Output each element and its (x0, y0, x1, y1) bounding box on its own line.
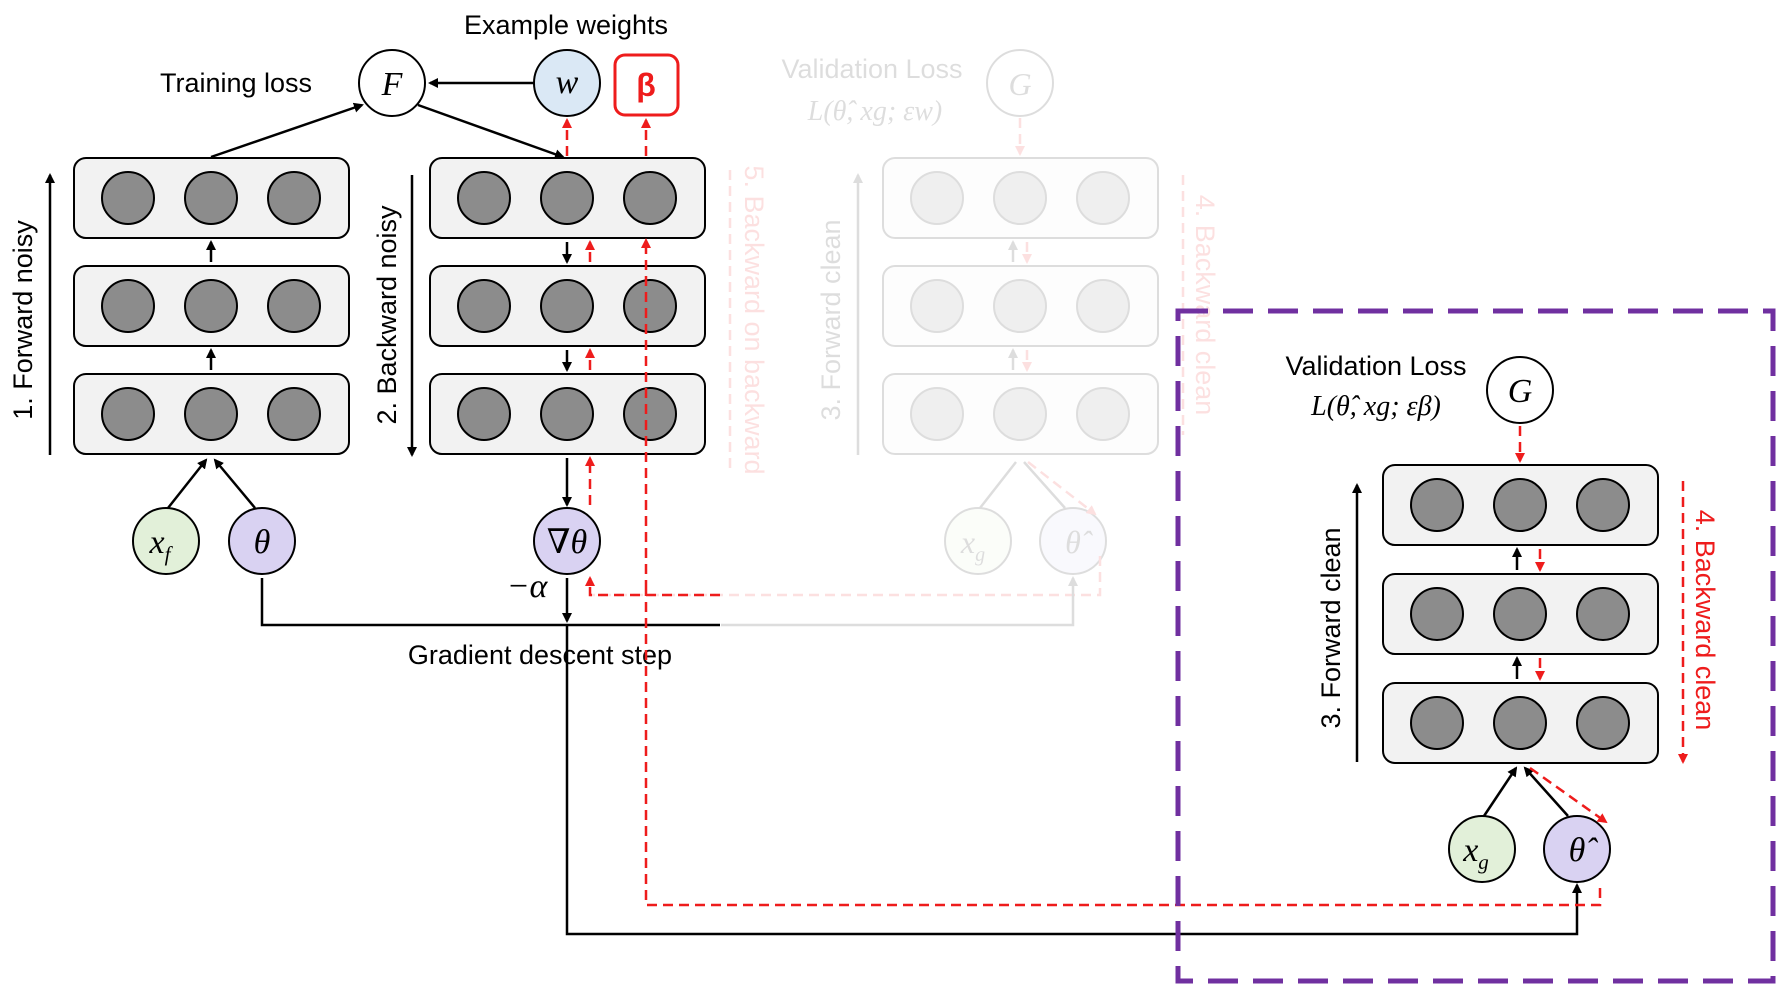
grad-theta-node (533, 507, 601, 575)
validation-loss-label: Validation Loss (1285, 351, 1466, 381)
forward-noisy-label: 1. Forward noisy (8, 220, 38, 420)
mid-layer-middle (429, 265, 706, 347)
xg-node-label: xg (1462, 832, 1489, 874)
g-node (1486, 356, 1554, 424)
right-layer-bottom (1382, 682, 1659, 764)
faded-layer-middle (882, 265, 1159, 347)
validation-clean-network: 3. Forward clean 4. Backward clean (1316, 426, 1720, 764)
example-weights-label: Example weights (464, 10, 668, 40)
forward-noisy-network: 1. Forward noisy (8, 157, 350, 455)
forward-clean-label: 3. Forward clean (1316, 527, 1346, 728)
right-layer-middle (1382, 573, 1659, 655)
faded-backward-clean-label: 4. Backward clean (1190, 195, 1220, 416)
theta-node-label: θ (254, 524, 271, 561)
mid-layer-bottom (429, 373, 706, 455)
left-layer-bottom (73, 373, 350, 455)
g-node-label: G (1508, 373, 1533, 410)
faded-g-node (986, 49, 1054, 117)
training-loss-label: Training loss (160, 68, 312, 98)
beta-node (613, 53, 680, 117)
backward-noisy-network: 2. Backward noisy (372, 157, 706, 507)
theta-node (228, 507, 296, 575)
backward-clean-label: 4. Backward clean (1690, 510, 1720, 731)
faded-xg-node-label: xg (960, 524, 985, 566)
neg-alpha-label: −α (507, 568, 549, 605)
faded-validation-network: G Validation Loss L(θ̂, xg; εw) 3. Forwa… (590, 49, 1220, 627)
gradient-descent-step-label: Gradient descent step (408, 640, 672, 670)
xf-node-label: xf (149, 524, 174, 566)
w-node-label: w (556, 64, 579, 101)
faded-layer-top (882, 157, 1159, 239)
faded-validation-loss-formula: L(θ̂, xg; εw) (807, 96, 942, 127)
validation-loss-formula: L(θ̂, xg; εβ) (1310, 391, 1441, 422)
faded-validation-loss-label: Validation Loss (781, 54, 962, 84)
faded-theta-hat-node (1039, 507, 1107, 575)
grad-theta-node-label: ∇θ (547, 524, 587, 561)
f-node (358, 49, 426, 117)
f-node-label: F (381, 66, 404, 103)
backward-noisy-label: 2. Backward noisy (372, 205, 402, 425)
mid-layer-top (429, 157, 706, 239)
theta-hat-node (1543, 815, 1611, 883)
beta-node-label: β (636, 67, 656, 103)
xg-node (1448, 815, 1516, 883)
faded-g-node-label: G (1008, 66, 1031, 102)
right-layer-top (1382, 464, 1659, 546)
left-layer-top (73, 157, 350, 239)
backward-on-backward-label: 5. Backward on backward (739, 165, 769, 474)
faded-forward-clean-label: 3. Forward clean (816, 219, 846, 420)
left-layer-middle (73, 265, 350, 347)
xf-node (132, 507, 200, 575)
validation-beta-box (1175, 308, 1776, 984)
faded-layer-bottom (882, 373, 1159, 455)
faded-xg-node (944, 507, 1012, 575)
